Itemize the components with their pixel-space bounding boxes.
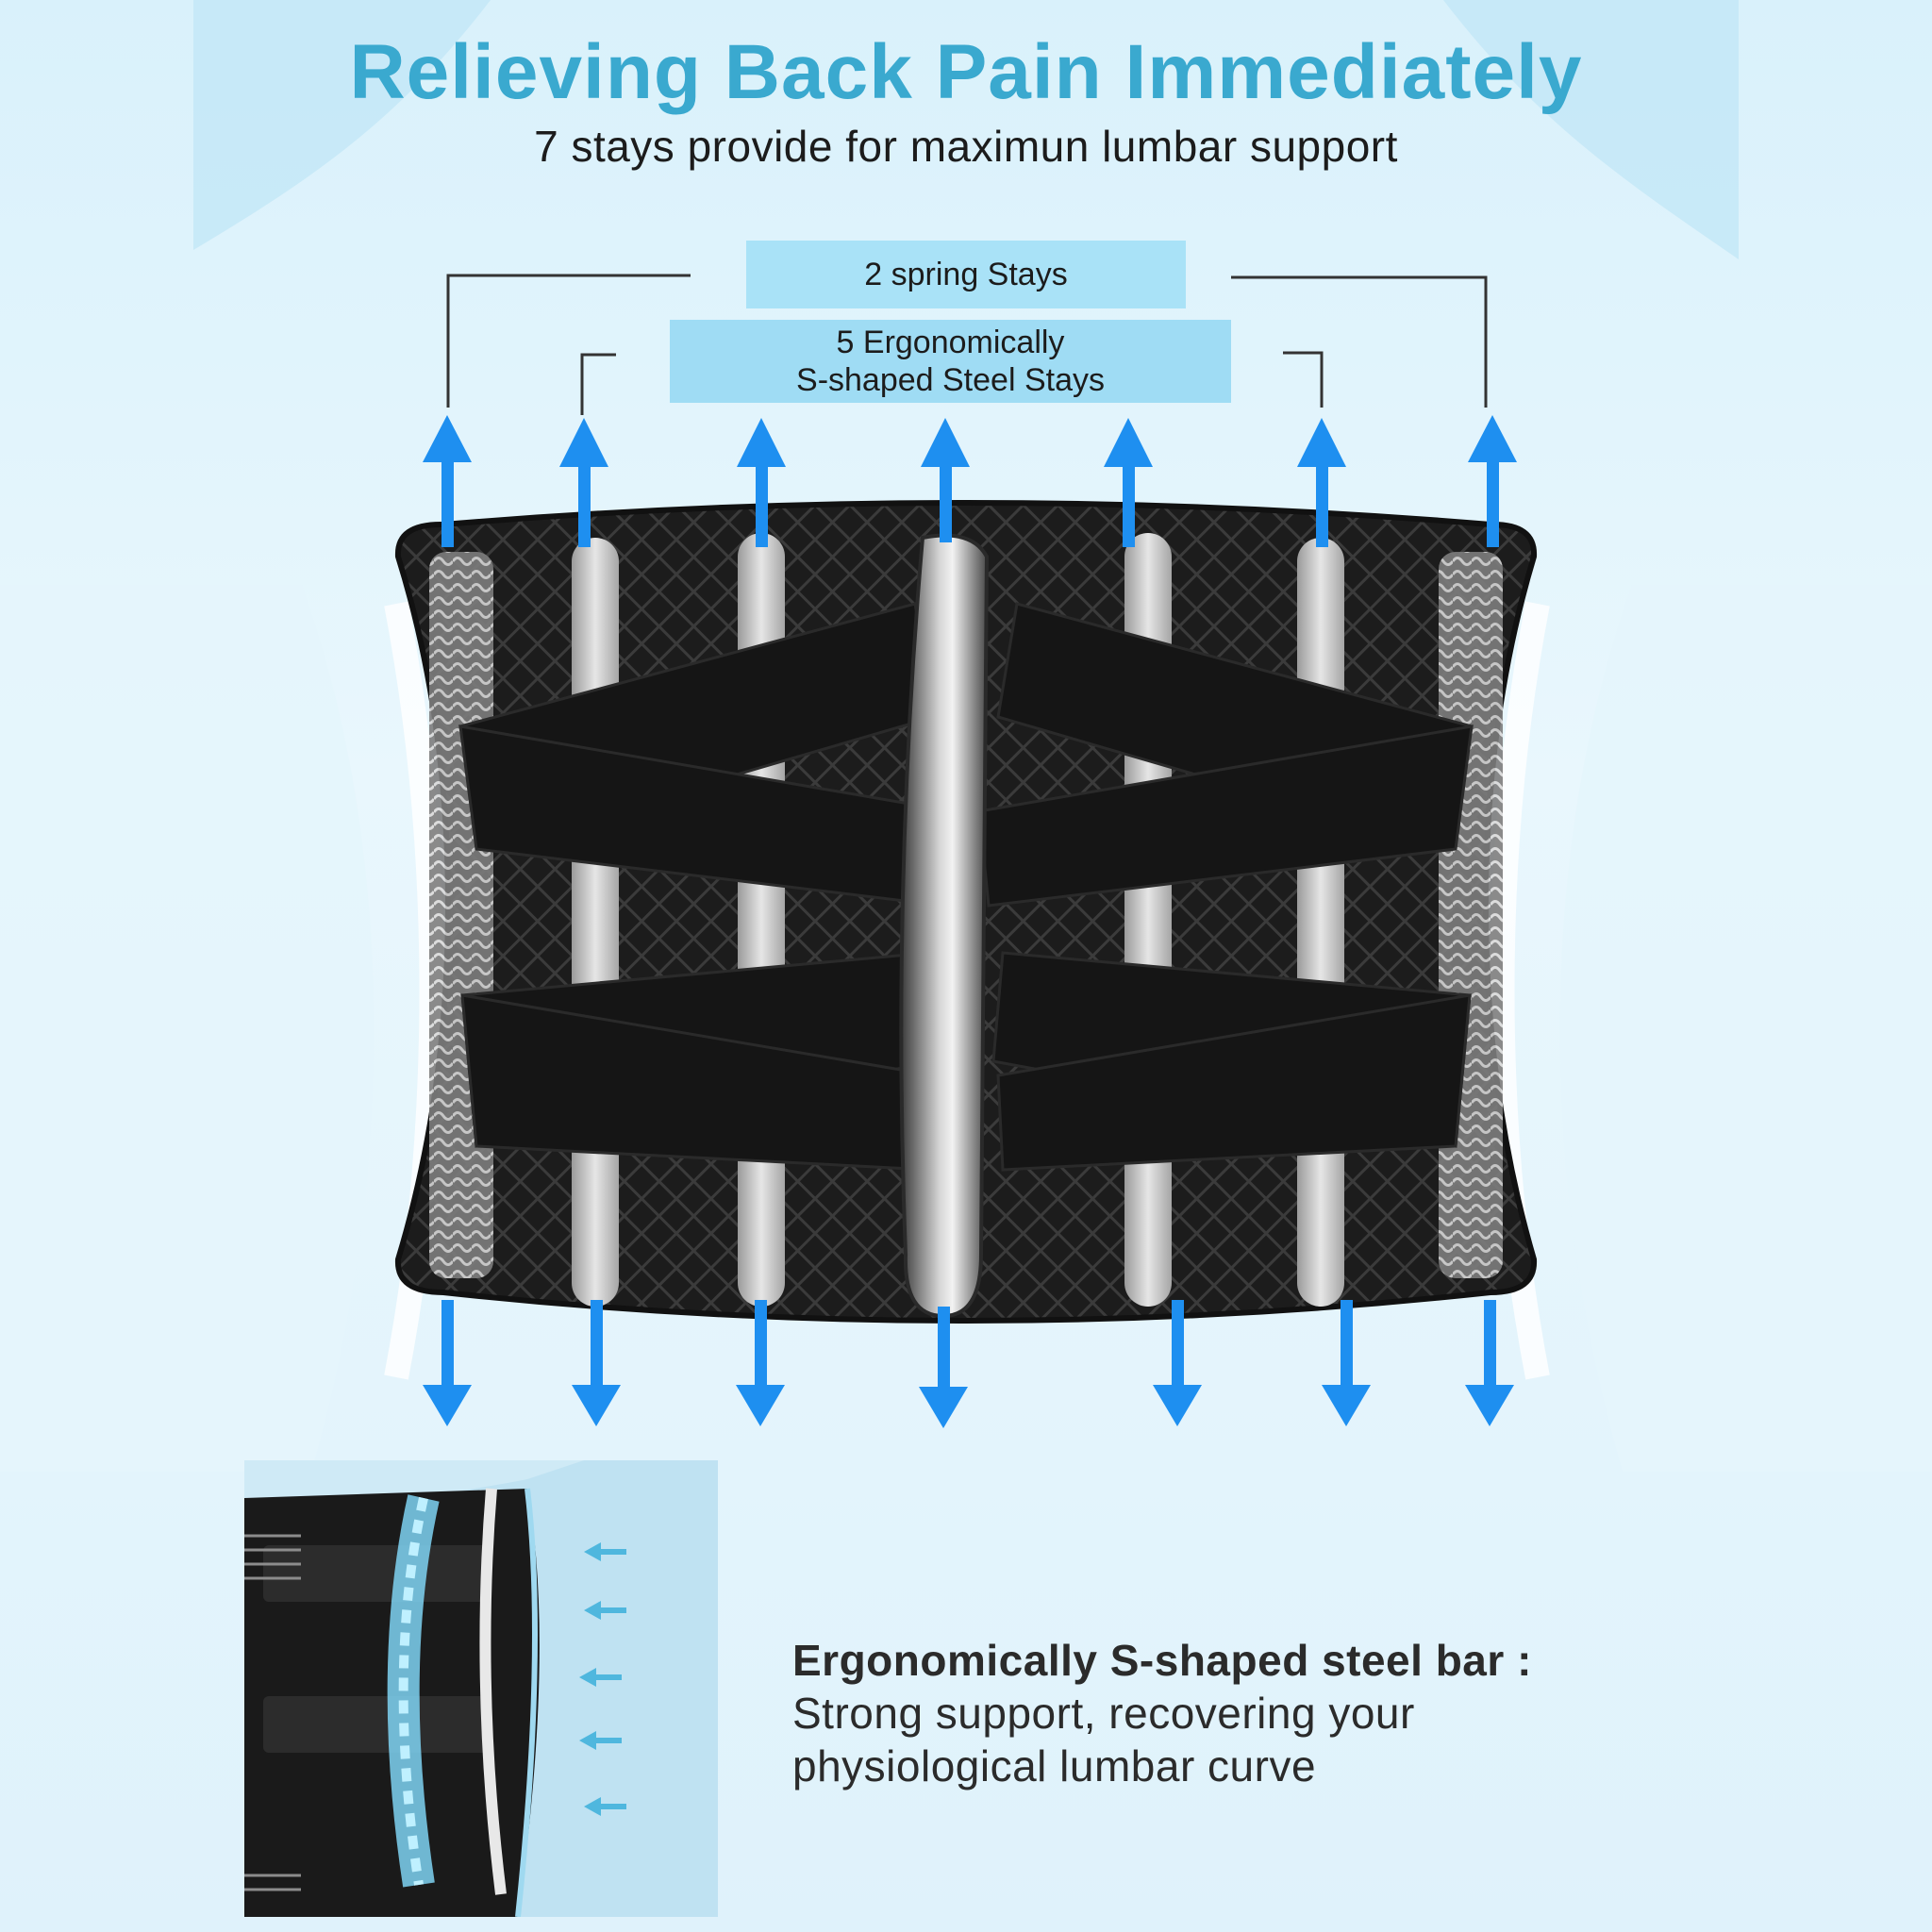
double-arrow-vertical-icon: [559, 418, 621, 1426]
main-title: Relieving Back Pain Immediately: [349, 29, 1583, 115]
elastic-straps: [458, 602, 1474, 1172]
double-arrow-vertical-icon: [1297, 418, 1371, 1426]
double-arrow-vertical-icon: [1104, 418, 1202, 1426]
steel-stays-label: 5 Ergonomically S-shaped Steel Stays: [670, 320, 1231, 403]
caption-line2: physiological lumbar curve: [792, 1741, 1317, 1790]
arrow-left-icon: [579, 1731, 622, 1750]
back-brace-belt: [394, 500, 1538, 1324]
stay-arrows: [423, 415, 1517, 1428]
side-view-inset: [244, 1460, 718, 1917]
feature-caption: Ergonomically S-shaped steel bar : Stron…: [792, 1635, 1736, 1791]
arrow-left-icon: [584, 1797, 626, 1816]
double-arrow-vertical-icon: [919, 418, 970, 1428]
double-arrow-vertical-icon: [423, 415, 472, 1426]
arrow-left-icon: [579, 1668, 622, 1687]
arrow-left-icon: [584, 1542, 626, 1561]
bracket-lines: [446, 274, 1488, 415]
spring-stays-text: 2 spring Stays: [864, 257, 1068, 292]
arrow-left-icon: [584, 1601, 626, 1620]
spine-illustration: [244, 1460, 718, 1917]
caption-line1: Strong support, recovering your: [792, 1689, 1415, 1738]
steel-stays-line2: S-shaped Steel Stays: [796, 362, 1105, 398]
caption-heading: Ergonomically S-shaped steel bar :: [792, 1636, 1532, 1685]
double-arrow-vertical-icon: [736, 418, 786, 1426]
spring-stay-right: [1439, 552, 1503, 1278]
subtitle: 7 stays provide for maximun lumbar suppo…: [534, 122, 1398, 171]
central-steel-bar: [899, 533, 990, 1319]
spring-stay-left: [429, 552, 493, 1278]
spring-stays-label: 2 spring Stays: [746, 241, 1186, 308]
steel-stays-line1: 5 Ergonomically: [836, 325, 1065, 360]
double-arrow-vertical-icon: [1465, 415, 1517, 1426]
pressure-arrows: [579, 1542, 626, 1816]
